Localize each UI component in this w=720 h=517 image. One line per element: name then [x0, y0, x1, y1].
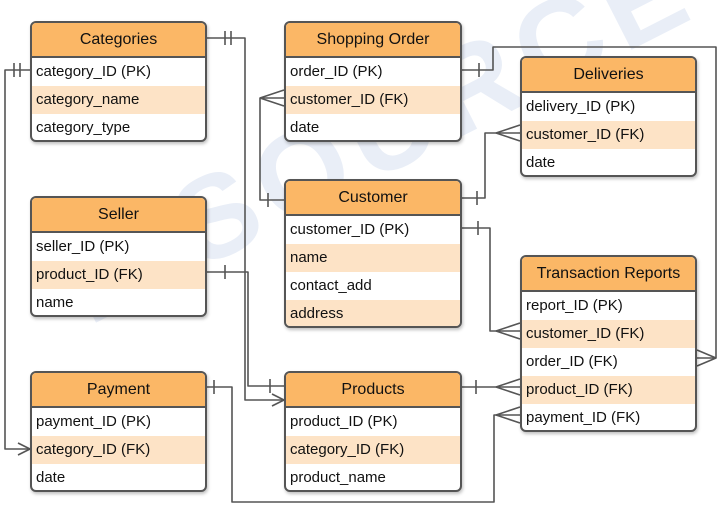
- field-row: delivery_ID (PK): [526, 98, 636, 115]
- relation-customer-transaction: [461, 227, 520, 332]
- field-row: date: [526, 154, 556, 171]
- entity-shopping-order[interactable]: Shopping Order order_ID (PK) customer_ID…: [284, 21, 462, 142]
- field-row: category_ID (FK): [32, 436, 205, 464]
- field-row: product_name: [290, 469, 386, 486]
- field-row: name: [36, 294, 74, 311]
- field-row: customer_ID (FK): [522, 121, 695, 149]
- field-row: product_ID (PK): [290, 413, 398, 430]
- field-row: category_ID (PK): [36, 63, 152, 80]
- field-row: product_ID (FK): [32, 261, 205, 289]
- field-row: payment_ID (FK): [526, 409, 641, 426]
- relation-categories-payment: [4, 69, 30, 450]
- field-row: report_ID (PK): [526, 297, 623, 314]
- field-row: address: [286, 300, 460, 326]
- field-row: order_ID (PK): [290, 63, 383, 80]
- field-row: payment_ID (PK): [36, 413, 152, 430]
- field-row: category_name: [32, 86, 205, 114]
- entity-customer[interactable]: Customer customer_ID (PK) name contact_a…: [284, 179, 462, 328]
- field-row: name: [286, 244, 460, 272]
- entity-title: Shopping Order: [286, 23, 460, 58]
- entity-title: Transaction Reports: [522, 257, 695, 292]
- entity-title: Seller: [32, 198, 205, 233]
- entity-title: Products: [286, 373, 460, 408]
- entity-title: Categories: [32, 23, 205, 58]
- field-row: product_ID (FK): [522, 376, 695, 404]
- entity-seller[interactable]: Seller seller_ID (PK) product_ID (FK) na…: [30, 196, 207, 317]
- field-row: customer_ID (FK): [522, 320, 695, 348]
- entity-title: Payment: [32, 373, 205, 408]
- field-row: date: [290, 119, 320, 136]
- field-row: seller_ID (PK): [36, 238, 130, 255]
- entity-transaction-reports[interactable]: Transaction Reports report_ID (PK) custo…: [520, 255, 697, 432]
- field-row: date: [36, 469, 66, 486]
- entity-title: Deliveries: [522, 58, 695, 93]
- entity-products[interactable]: Products product_ID (PK) category_ID (FK…: [284, 371, 462, 492]
- field-row: order_ID (FK): [526, 353, 618, 370]
- entity-payment[interactable]: Payment payment_ID (PK) category_ID (FK)…: [30, 371, 207, 492]
- field-row: customer_ID (FK): [286, 86, 460, 114]
- field-row: customer_ID (PK): [290, 221, 410, 238]
- entity-title: Customer: [286, 181, 460, 216]
- field-row: contact_add: [290, 277, 372, 294]
- entity-categories[interactable]: Categories category_ID (PK) category_nam…: [30, 21, 207, 142]
- field-row: category_ID (FK): [286, 436, 460, 464]
- entity-deliveries[interactable]: Deliveries delivery_ID (PK) customer_ID …: [520, 56, 697, 177]
- field-row: category_type: [36, 119, 131, 136]
